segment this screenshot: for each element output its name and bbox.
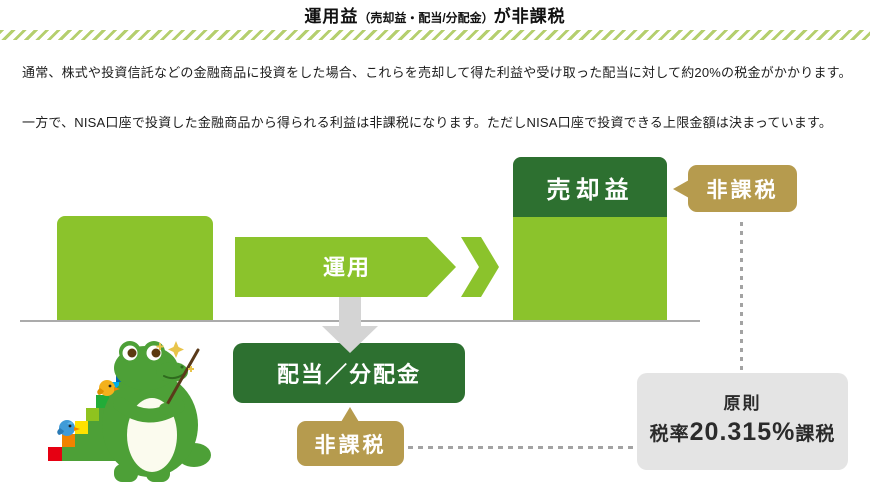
dividend-box: 配当／分配金 [233, 343, 465, 403]
principle-label: 原則 [723, 394, 762, 414]
mascot-crocodile [48, 341, 211, 482]
flow-arrow: 運用 [235, 237, 499, 297]
bird-yellow-icon [97, 380, 120, 396]
flow-chevron-icon [461, 237, 499, 297]
intro-paragraph-2: 一方で、NISA口座で投資した金融商品から得られる利益は非課税になります。ただし… [22, 115, 833, 130]
dividend-box-label: 配当／分配金 [276, 362, 421, 387]
page-title-main-right: が非課税 [493, 7, 566, 26]
sale-profit-label: 売却益 [546, 176, 634, 204]
page-title: 運用益（売却益・配当/分配金）が非課税 [0, 4, 870, 31]
flow-arrow-label: 運用 [323, 255, 371, 280]
flow-arrow-bar [235, 237, 456, 297]
tax-free-badge-bottom: 非課税 [297, 407, 404, 466]
tax-rate-line: 税率20.315%課税 [650, 416, 836, 450]
sale-profit-box: 売却益 [513, 157, 667, 217]
sparkle-icon [156, 341, 194, 372]
tax-free-badge-top: 非課税 [673, 165, 797, 212]
bird-blue-icon [57, 420, 80, 436]
pointer-stick [159, 348, 200, 415]
principle-tax-note: 原則 税率20.315%課税 [637, 373, 848, 470]
down-arrow-icon [322, 288, 378, 353]
investment-box [57, 216, 213, 320]
striped-divider [0, 30, 870, 40]
crocodile-body [102, 341, 211, 482]
tax-rate-value: 20.315% [689, 418, 796, 447]
page-title-paren: （売却益・配当/分配金） [358, 11, 494, 25]
page-title-main-left: 運用益 [304, 7, 359, 26]
dotted-line-vertical [740, 222, 743, 370]
intro-paragraph-1: 通常、株式や投資信託などの金融商品に投資をした場合、これらを売却して得た利益や受… [22, 65, 852, 80]
tax-free-badge-bottom-label: 非課税 [314, 433, 387, 457]
tax-rate-suffix: 課税 [795, 424, 836, 446]
badge-tail-up-icon [341, 407, 359, 422]
dotted-line-horizontal [408, 446, 634, 449]
principal-segment [513, 217, 667, 320]
badge-tail-left-icon [673, 180, 689, 198]
tax-rate-prefix: 税率 [649, 424, 690, 446]
tax-free-badge-top-label: 非課税 [706, 178, 779, 202]
